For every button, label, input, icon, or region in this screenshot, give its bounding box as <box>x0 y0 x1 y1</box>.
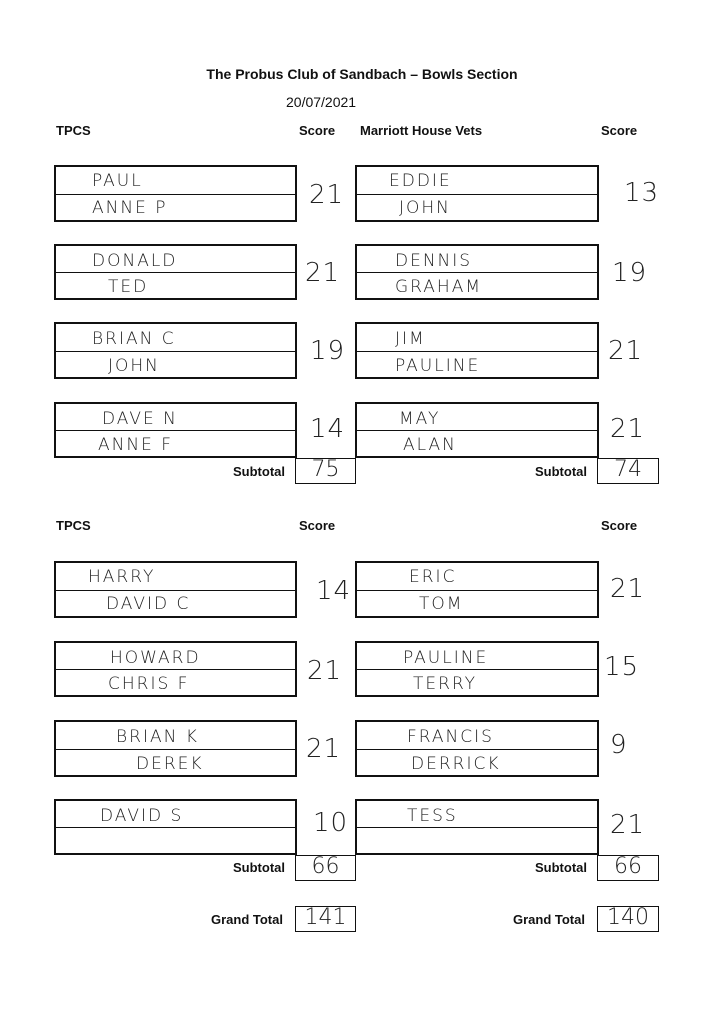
player-name: ALAN <box>403 435 457 455</box>
left-subtotal-value: 75 <box>311 457 340 482</box>
player-name: DEREK <box>136 754 204 774</box>
left-rink-score: 14 <box>316 576 352 606</box>
left-rink-score: 21 <box>309 180 345 210</box>
section2-left-team-header: TPCS <box>56 518 91 533</box>
player-name: TED <box>108 277 149 297</box>
right-rink-score: 21 <box>610 810 646 840</box>
player-name: TERRY <box>413 674 478 694</box>
section1-right-team-header: Marriott House Vets <box>360 123 483 138</box>
left-player-box: HARRY DAVID C <box>54 561 297 618</box>
player-name: TOM <box>419 594 464 614</box>
left-rink-score: 10 <box>313 808 349 838</box>
player-name: GRAHAM <box>395 277 483 297</box>
section2-right-score-header: Score <box>601 518 638 533</box>
right-subtotal-box: 74 <box>597 457 659 484</box>
left-rink-score: 21 <box>306 734 342 764</box>
player-name: PAULINE <box>395 356 481 376</box>
player-name: DAVID S <box>100 806 184 826</box>
player-name: JOHN <box>399 198 451 218</box>
section2-left-score-header: Score <box>299 518 336 533</box>
player-name: PAULINE <box>403 648 489 668</box>
left-player-box: BRIAN C JOHN <box>54 322 297 379</box>
right-player-box: EDDIE JOHN <box>355 165 599 222</box>
player-name: DERRICK <box>411 754 501 774</box>
match-date: 20/07/2021 <box>286 94 357 110</box>
player-name: HARRY <box>88 567 156 587</box>
player-name: DAVID C <box>106 594 191 614</box>
player-name: MAY <box>399 409 441 429</box>
section1-right-score-header: Score <box>601 123 638 138</box>
player-name: DAVE N <box>102 409 178 429</box>
right-player-box: ERIC TOM <box>355 561 599 618</box>
left-subtotal-label: Subtotal <box>233 860 285 875</box>
player-name: DENNIS <box>395 251 473 271</box>
player-name: TESS <box>407 806 458 826</box>
right-player-box: DENNIS GRAHAM <box>355 244 599 300</box>
left-rink-score: 21 <box>307 656 343 686</box>
right-rink-score: 21 <box>610 574 646 604</box>
left-grand-total-box: 141 <box>295 905 356 932</box>
left-player-box: DAVID S <box>54 799 297 855</box>
right-player-box: TESS <box>355 799 599 855</box>
left-subtotal-box: 75 <box>295 457 356 484</box>
player-name: BRIAN C <box>92 329 176 349</box>
section1-left-team-header: TPCS <box>56 123 91 138</box>
right-subtotal-value: 66 <box>614 854 642 879</box>
player-name: JIM <box>395 329 426 349</box>
right-subtotal-box: 66 <box>597 854 659 881</box>
player-name: PAUL <box>92 171 143 191</box>
left-player-box: DAVE N ANNE F <box>54 402 297 458</box>
right-player-box: MAY ALAN <box>355 402 599 458</box>
page-title: The Probus Club of Sandbach – Bowls Sect… <box>206 66 518 82</box>
left-subtotal-box: 66 <box>295 854 356 881</box>
right-player-box: FRANCIS DERRICK <box>355 720 599 777</box>
right-grand-total-value: 140 <box>607 905 649 930</box>
player-name: JOHN <box>108 356 160 376</box>
player-name: FRANCIS <box>407 727 494 747</box>
right-grand-total-label: Grand Total <box>513 912 585 927</box>
right-rink-score: 21 <box>608 336 644 366</box>
right-rink-score: 9 <box>610 730 628 760</box>
left-player-box: BRIAN K DEREK <box>54 720 297 777</box>
left-player-box: DONALD TED <box>54 244 297 300</box>
right-subtotal-label: Subtotal <box>535 860 587 875</box>
player-name: DONALD <box>92 251 178 271</box>
right-rink-score: 21 <box>610 414 646 444</box>
left-subtotal-label: Subtotal <box>233 464 285 479</box>
player-name: EDDIE <box>389 171 452 191</box>
right-subtotal-label: Subtotal <box>535 464 587 479</box>
right-rink-score: 15 <box>604 652 640 682</box>
player-name: ANNE F <box>98 435 173 455</box>
player-name: HOWARD <box>110 648 201 668</box>
left-player-box: PAUL ANNE P <box>54 165 297 222</box>
player-name: ANNE P <box>92 198 168 218</box>
left-subtotal-value: 66 <box>311 854 340 879</box>
player-name: ERIC <box>409 567 457 587</box>
right-rink-score: 19 <box>612 258 648 288</box>
section1-left-score-header: Score <box>299 123 336 138</box>
player-name: CHRIS F <box>108 674 190 694</box>
left-rink-score: 14 <box>310 414 346 444</box>
right-player-box: JIM PAULINE <box>355 322 599 379</box>
left-grand-total-value: 141 <box>304 905 347 930</box>
left-rink-score: 21 <box>305 258 341 288</box>
player-name: BRIAN K <box>116 727 199 747</box>
left-rink-score: 19 <box>310 336 346 366</box>
right-grand-total-box: 140 <box>597 905 659 932</box>
left-player-box: HOWARD CHRIS F <box>54 641 297 697</box>
right-subtotal-value: 74 <box>614 457 642 482</box>
right-player-box: PAULINE TERRY <box>355 641 599 697</box>
left-grand-total-label: Grand Total <box>211 912 283 927</box>
right-rink-score: 13 <box>624 178 660 208</box>
